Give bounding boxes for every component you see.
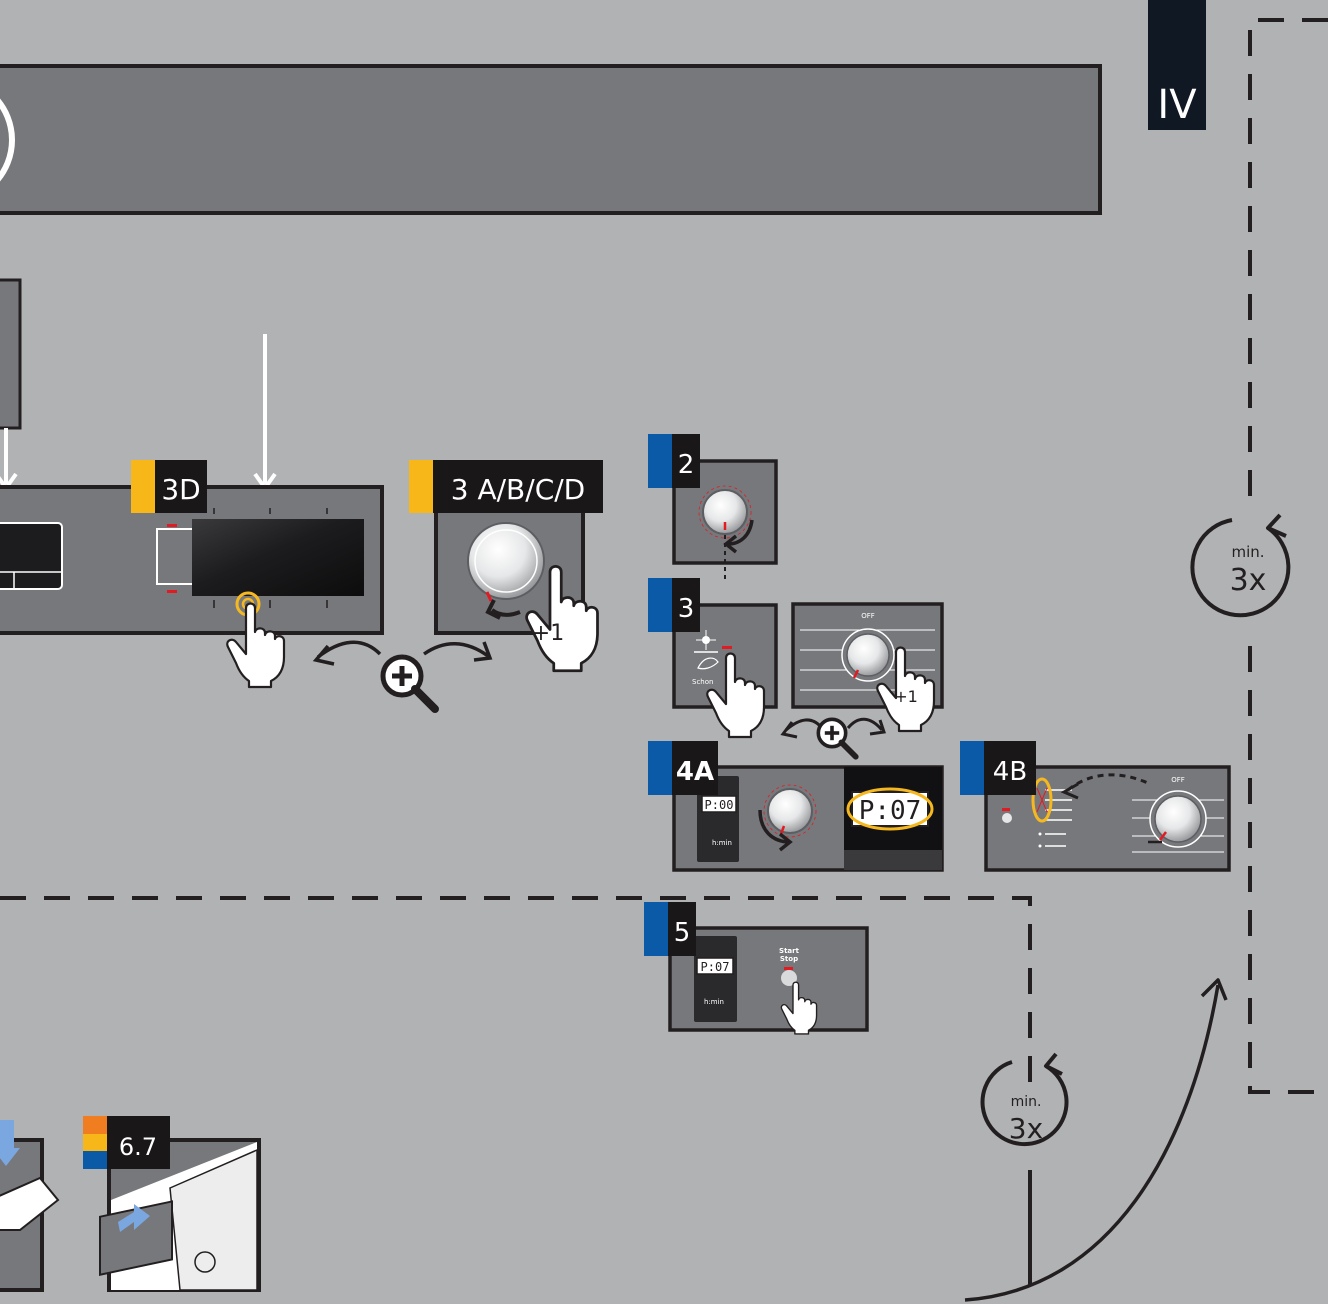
schon-label: Schon (692, 678, 713, 686)
dashed-arrow (1067, 773, 1151, 792)
step-tab (668, 902, 696, 956)
display-button (0, 522, 63, 590)
led-button (1002, 813, 1012, 823)
hmin-label: h:min (712, 839, 732, 847)
selection-highlight (1031, 777, 1053, 823)
step-label: 3D (161, 473, 200, 506)
rotation-arrow-icon (1190, 518, 1291, 618)
display-screen (851, 791, 929, 827)
plus-one-label: +1 (894, 687, 918, 706)
step-tab (107, 1116, 170, 1169)
dial-knob-icon (846, 633, 890, 677)
dial-knob-icon (702, 489, 748, 535)
off-label: OFF (861, 612, 875, 620)
section-label: IV (1157, 82, 1197, 128)
down-arrow-icon (0, 1120, 20, 1166)
step-label: 4A (676, 757, 714, 787)
section-tab (1148, 0, 1206, 130)
display-value: P:00 (705, 798, 734, 812)
step-label: 3 A/B/C/D (451, 473, 586, 506)
rotation-arrow-icon (980, 1060, 1069, 1147)
display-screen (701, 795, 737, 813)
step-3abcd-panel: +1 3 A/B/C/D (409, 460, 603, 673)
dial-knob-icon (467, 522, 545, 600)
step-label: 3 (678, 594, 695, 624)
led-indicator (167, 524, 177, 527)
step-tab-color (648, 434, 674, 488)
led-indicator (784, 967, 793, 970)
dial-knob-icon (1154, 795, 1202, 843)
display-screen (696, 957, 734, 975)
led-indicator (167, 590, 177, 593)
off-label: OFF (1171, 776, 1185, 784)
step-3-panel: Schon 3 (648, 578, 778, 739)
display-value: P:07 (859, 796, 922, 826)
step-tab-color (131, 460, 157, 513)
repeat-prefix: min. (1011, 1094, 1042, 1110)
curved-arrow (846, 717, 884, 732)
step-tab-color (648, 741, 674, 795)
start-label: Start (779, 947, 800, 955)
display-highlight (846, 787, 934, 831)
arrowhead-icon (1200, 978, 1228, 1001)
display-module (694, 936, 737, 1022)
banner-circle-icon (0, 98, 15, 182)
start-stop-button (781, 970, 797, 986)
step-2-panel: 2 (648, 434, 778, 580)
stop-label: Stop (780, 955, 798, 963)
step-tab (672, 434, 700, 488)
arrow-icon (118, 1204, 150, 1232)
top-banner (0, 64, 1102, 215)
middle-dashed-line (0, 896, 1032, 1100)
step-tab-color (409, 460, 435, 513)
step-tab-color (83, 1151, 109, 1169)
step-67-panel: 6.7 (83, 1116, 261, 1292)
arrowhead-icon (1044, 1052, 1063, 1076)
rotation-arrow-icon (727, 519, 754, 546)
right-dashed-bracket (1248, 18, 1328, 1094)
step-tab-color (960, 741, 986, 795)
step-tab-color (83, 1116, 109, 1134)
detergent-drawer-icon (0, 1176, 60, 1231)
step-5-panel: P:07 h:min Start Stop 5 (644, 902, 869, 1035)
hmin-label: h:min (704, 998, 724, 1006)
step-3-dial-panel: OFF +1 (791, 602, 944, 733)
step-tab (984, 741, 1036, 795)
step-tab (155, 460, 207, 513)
step-tab (433, 460, 603, 513)
step-label: 4B (993, 757, 1027, 787)
panel-frame (984, 765, 1231, 872)
step-label: 2 (678, 450, 695, 480)
step-4a-panel: P:00 h:min P:07 4A (648, 741, 944, 872)
step-tab-color (644, 902, 670, 956)
step-4b-panel: OFF 4B (960, 741, 1231, 872)
repeat-bottom: min. 3x (980, 1052, 1069, 1147)
step-tab-color (648, 578, 674, 632)
step-3d-panel: 3D (0, 460, 384, 689)
dial-knob-icon (767, 788, 813, 834)
step-tab-color (83, 1134, 109, 1151)
arrowhead-icon (1266, 513, 1287, 538)
step-tab (672, 741, 718, 795)
step-label: 5 (674, 918, 691, 948)
curved-arrow (422, 642, 490, 658)
repeat-count: 3x (1009, 1112, 1043, 1145)
feather-icon (697, 657, 719, 670)
repeat-count: 3x (1230, 563, 1267, 598)
glass-control-strip (192, 519, 364, 596)
step-tab (672, 578, 700, 632)
plus-one-label: +1 (532, 621, 564, 646)
repeat-top: min. 3x (1190, 513, 1291, 618)
curved-arrow (964, 984, 1220, 1302)
left-small-panel (0, 278, 22, 430)
rotation-arrow-icon (758, 809, 791, 844)
display-value: P:07 (701, 960, 730, 974)
led-indicator (722, 646, 732, 649)
step-partial-panel (0, 1120, 60, 1292)
step-label: 6.7 (119, 1133, 157, 1161)
repeat-prefix: min. (1231, 543, 1264, 561)
